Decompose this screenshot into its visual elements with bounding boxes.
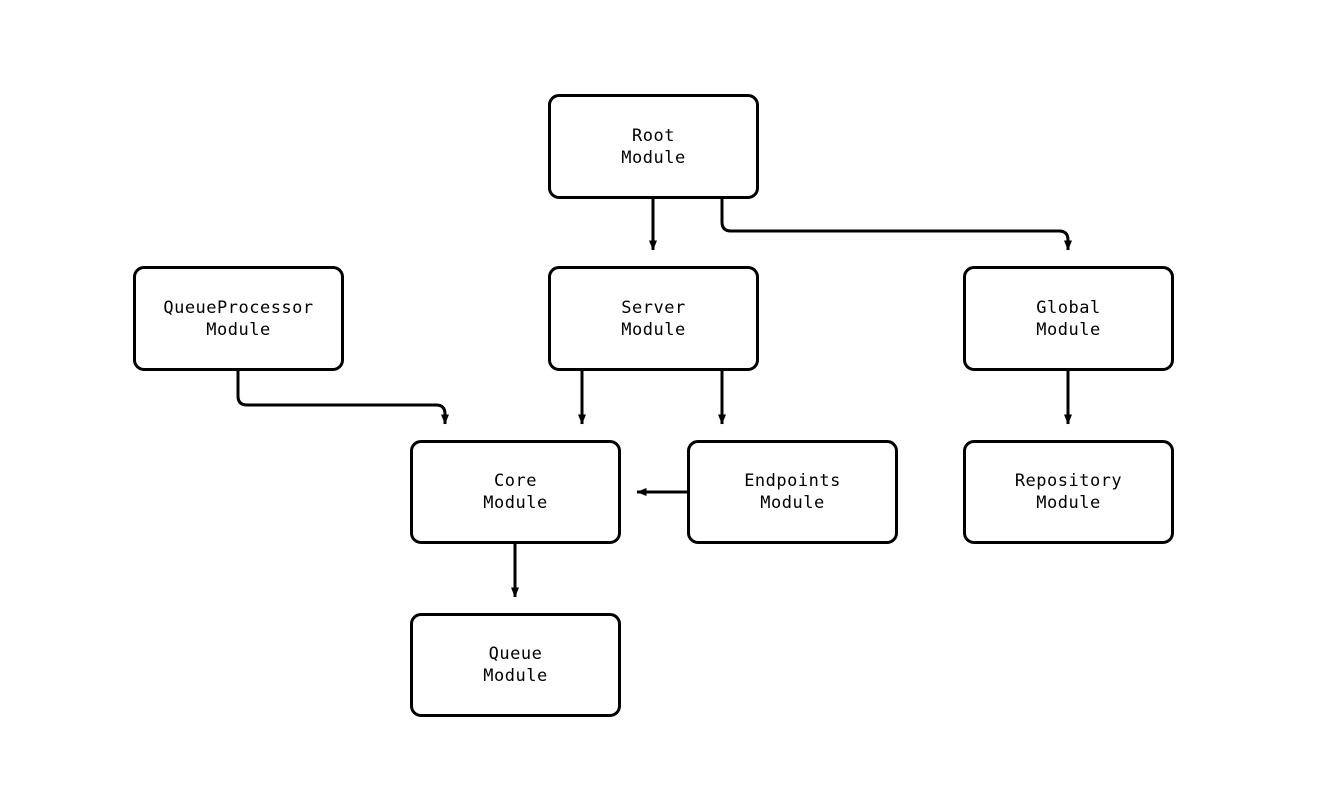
node-label-primary: Root	[632, 125, 675, 146]
node-label-primary: Endpoints	[744, 471, 841, 491]
node-label-secondary: Module	[621, 319, 686, 340]
node-label-primary: Global	[1036, 297, 1101, 318]
node-label-primary: Server	[621, 297, 686, 318]
node-label-secondary: Module	[1036, 319, 1101, 340]
node-label-secondary: Module	[483, 493, 548, 513]
node-label-primary: Repository	[1014, 471, 1123, 491]
edge-root-to-global	[720, 199, 1072, 251]
node-label-secondary: Module	[621, 147, 686, 168]
node-label-secondary: Module	[206, 319, 271, 340]
node-label-secondary: Module	[1036, 493, 1101, 513]
node-label-secondary: Module	[760, 493, 825, 513]
node-label-primary: Queue	[488, 644, 543, 664]
node-label-secondary: Module	[483, 666, 548, 686]
node-label-primary: Core	[494, 471, 537, 491]
node-label-primary: QueueProcessor	[163, 297, 314, 318]
edge-queueprocessor-to-core	[236, 371, 449, 425]
